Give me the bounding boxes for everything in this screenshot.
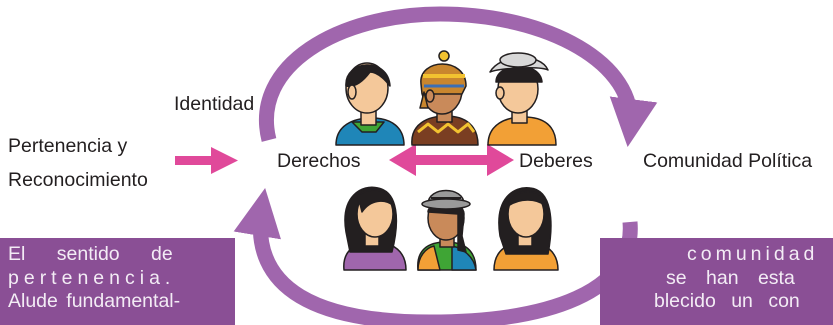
woman-long-hair-icon	[493, 187, 559, 271]
label-derechos: Derechos	[277, 150, 361, 172]
box-left-line-1: El sentido de	[8, 243, 173, 265]
label-pertenencia-line2: Reconocimiento	[8, 169, 148, 191]
woman-icon	[343, 186, 407, 271]
person-ch-ullu-icon	[411, 50, 479, 146]
label-comunidad-politica: Comunidad Política	[643, 150, 813, 172]
definition-box-right: comunidad se han esta blecido un con	[600, 238, 833, 325]
label-pertenencia-line1: Pertenencia y	[8, 135, 128, 157]
box-right-line-2: se han esta	[666, 267, 795, 289]
label-deberes: Deberes	[519, 150, 593, 172]
label-identidad: Identidad	[174, 93, 255, 115]
woman-hat-icon	[417, 189, 477, 271]
cycle-arrow-top	[259, 6, 658, 148]
person-icon	[335, 62, 405, 146]
derechos-deberes-arrow	[389, 144, 514, 176]
box-right-line-3: blecido un con	[654, 290, 800, 312]
box-left-line-3: Alude fundamental-	[8, 290, 181, 312]
definition-box-left: El sentido de pertenencia. Alude fundame…	[0, 238, 235, 325]
pertenencia-arrow	[175, 147, 238, 174]
box-left-line-2: pertenencia.	[8, 267, 176, 289]
person-hat-icon	[487, 52, 557, 146]
box-right-line-1: comunidad	[687, 243, 819, 265]
